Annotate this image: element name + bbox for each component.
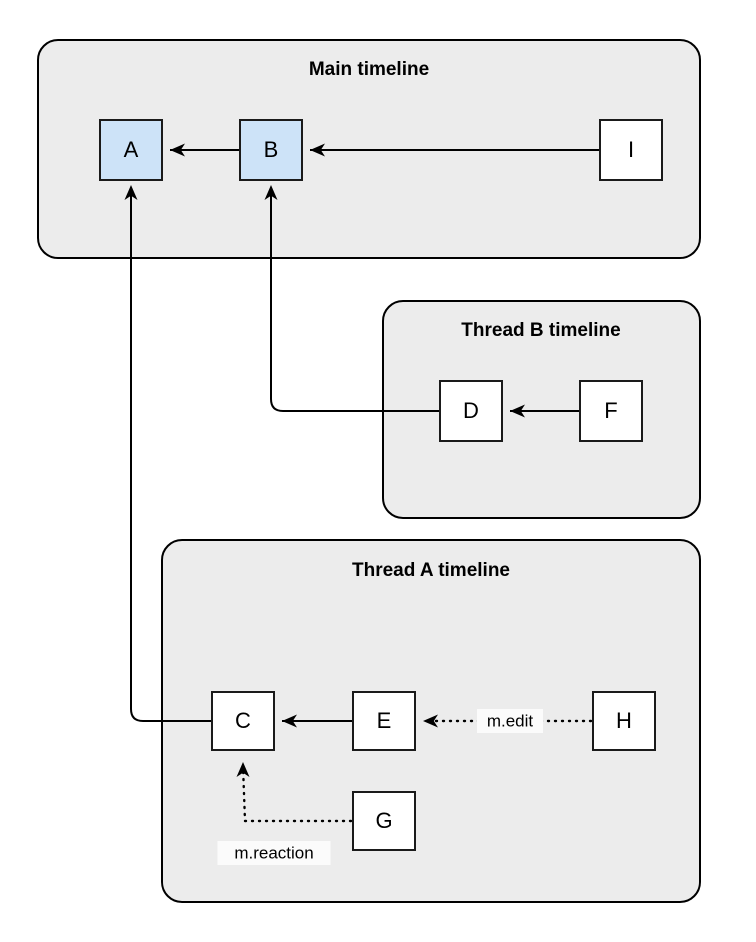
event-node-B-rect bbox=[239, 119, 303, 181]
event-node-C-rect bbox=[211, 691, 275, 751]
event-node-G-rect bbox=[352, 791, 416, 851]
arrow-d-to-b-icon bbox=[264, 185, 278, 200]
event-node-G[interactable]: G bbox=[352, 791, 416, 851]
arrow-b-to-a-icon bbox=[170, 143, 185, 157]
edge-label-h-to-e-bg bbox=[477, 709, 543, 733]
event-node-D-label: D bbox=[463, 398, 479, 423]
event-node-E[interactable]: E bbox=[352, 691, 416, 751]
edge-label-g-to-c: m.reaction bbox=[217, 841, 331, 865]
arrowheads-layer bbox=[124, 143, 525, 777]
edge-labels-layer: m.edit m.reaction bbox=[217, 709, 543, 865]
event-node-A[interactable]: A bbox=[99, 119, 163, 181]
thread-b-timeline-title: Thread B timeline bbox=[461, 320, 620, 341]
edge-d-to-b bbox=[270, 188, 440, 412]
arrow-h-to-e-icon bbox=[423, 714, 438, 728]
event-node-A-rect bbox=[99, 119, 163, 181]
timeline-container-thread-b[interactable]: Thread B timeline bbox=[382, 300, 701, 519]
event-node-E-rect bbox=[352, 691, 416, 751]
event-node-D[interactable]: D bbox=[439, 380, 503, 442]
edge-g-to-c bbox=[241, 764, 353, 823]
event-node-F-label: F bbox=[604, 398, 617, 423]
main-timeline-title: Main timeline bbox=[309, 59, 429, 80]
edge-label-g-to-c-text: m.reaction bbox=[234, 843, 313, 862]
event-node-F-rect bbox=[579, 380, 643, 442]
event-node-C-label: C bbox=[235, 708, 251, 733]
event-node-G-label: G bbox=[375, 808, 392, 833]
arrow-c-to-a-icon bbox=[124, 185, 138, 200]
event-node-E-label: E bbox=[377, 708, 392, 733]
event-node-H-rect bbox=[592, 691, 656, 751]
event-node-B[interactable]: B bbox=[239, 119, 303, 181]
event-node-B-label: B bbox=[264, 137, 279, 162]
thread-a-timeline-title: Thread A timeline bbox=[352, 560, 510, 581]
thread-b-timeline-box bbox=[382, 300, 701, 519]
event-node-D-rect bbox=[439, 380, 503, 442]
event-node-I-rect bbox=[599, 119, 663, 181]
edge-label-h-to-e: m.edit bbox=[477, 709, 543, 733]
edges-layer bbox=[130, 149, 600, 823]
edge-label-h-to-e-text: m.edit bbox=[487, 711, 534, 730]
edge-c-to-a bbox=[130, 188, 212, 722]
event-node-I-label: I bbox=[628, 137, 634, 162]
event-node-H-label: H bbox=[616, 708, 632, 733]
event-node-C[interactable]: C bbox=[211, 691, 275, 751]
arrow-e-to-c-icon bbox=[282, 714, 297, 728]
event-node-I[interactable]: I bbox=[599, 119, 663, 181]
event-node-H[interactable]: H bbox=[592, 691, 656, 751]
arrow-i-to-b-icon bbox=[310, 143, 325, 157]
event-node-F[interactable]: F bbox=[579, 380, 643, 442]
event-node-A-label: A bbox=[124, 137, 139, 162]
arrow-f-to-d-icon bbox=[510, 404, 525, 418]
edge-label-g-to-c-bg bbox=[217, 841, 331, 865]
arrow-g-to-c-icon bbox=[236, 762, 250, 777]
nodes-layer: A B I D F C E H G bbox=[99, 119, 663, 851]
